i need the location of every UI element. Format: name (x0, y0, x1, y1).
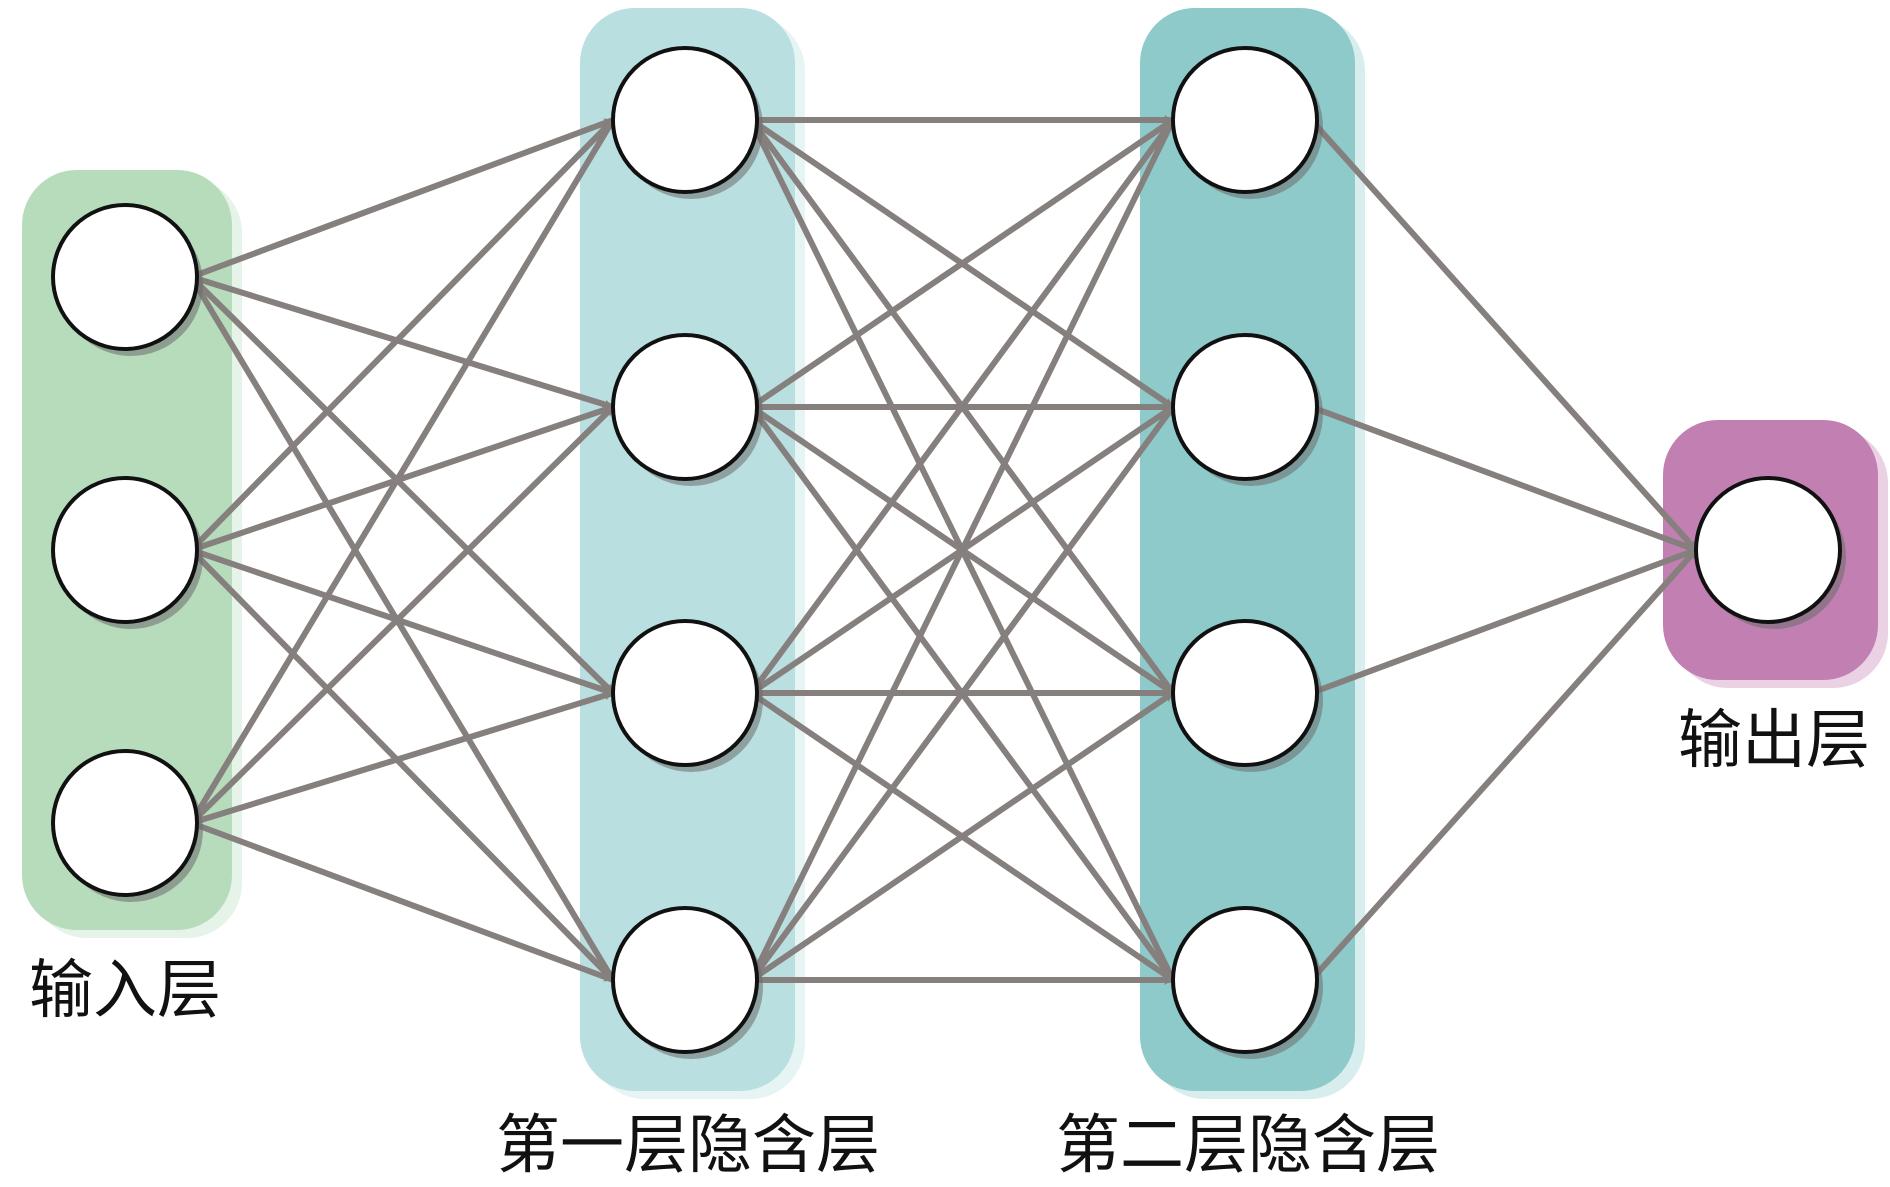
output-node-0 (1694, 476, 1842, 624)
connections (188, 115, 1699, 985)
edge-input-1-to-hidden1-3 (189, 547, 616, 983)
edge-input-1-to-hidden1-2 (190, 547, 614, 696)
hidden2-layer-label: 第二层隐含层 (1056, 1109, 1440, 1183)
edge-hidden1-3-to-hidden2-2 (749, 690, 1175, 983)
input-node-2 (51, 749, 199, 897)
edge-input-0-to-hidden1-0 (190, 117, 615, 280)
edge-input-1-to-hidden1-0 (189, 117, 616, 553)
edge-input-0-to-hidden1-3 (188, 275, 616, 982)
output-layer-label: 输出层 (1678, 704, 1870, 778)
edge-hidden1-2-to-hidden2-0 (748, 118, 1176, 695)
hidden1-layer-label: 第一层隐含层 (496, 1109, 880, 1183)
edge-input-1-to-hidden1-1 (190, 404, 614, 553)
layer-labels: 输入层 第一层隐含层 第二层隐含层 输出层 (29, 704, 1870, 1183)
input-node-1 (51, 476, 199, 624)
hidden2-node-0 (1171, 46, 1319, 194)
hidden2-node-1 (1171, 333, 1319, 481)
hidden1-node-3 (611, 906, 759, 1054)
edge-hidden2-3-to-output-0 (1309, 547, 1699, 983)
edge-hidden1-1-to-hidden2-0 (749, 117, 1175, 410)
edge-input-2-to-hidden1-0 (188, 118, 616, 825)
edge-hidden1-3-to-hidden2-1 (748, 405, 1176, 982)
edge-input-0-to-hidden1-1 (190, 274, 614, 410)
edge-hidden1-3-to-hidden2-0 (748, 118, 1176, 982)
hidden2-layer-background (1140, 8, 1355, 1091)
edge-hidden2-2-to-output-0 (1310, 547, 1698, 696)
hidden1-node-0 (611, 46, 759, 194)
edge-input-2-to-hidden1-3 (190, 820, 615, 983)
edge-hidden2-1-to-output-0 (1310, 404, 1698, 553)
hidden2-node-3 (1171, 906, 1319, 1054)
edge-input-0-to-hidden1-2 (189, 274, 616, 696)
input-node-0 (51, 203, 199, 351)
hidden1-node-1 (611, 333, 759, 481)
hidden2-node-2 (1171, 619, 1319, 767)
neurons (51, 46, 1846, 1059)
edge-hidden2-0-to-output-0 (1309, 117, 1699, 553)
hidden1-node-2 (611, 619, 759, 767)
edge-input-2-to-hidden1-2 (190, 690, 614, 826)
edge-input-2-to-hidden1-1 (189, 404, 616, 826)
input-layer-label: 输入层 (29, 954, 221, 1028)
hidden1-layer-background (580, 8, 795, 1091)
